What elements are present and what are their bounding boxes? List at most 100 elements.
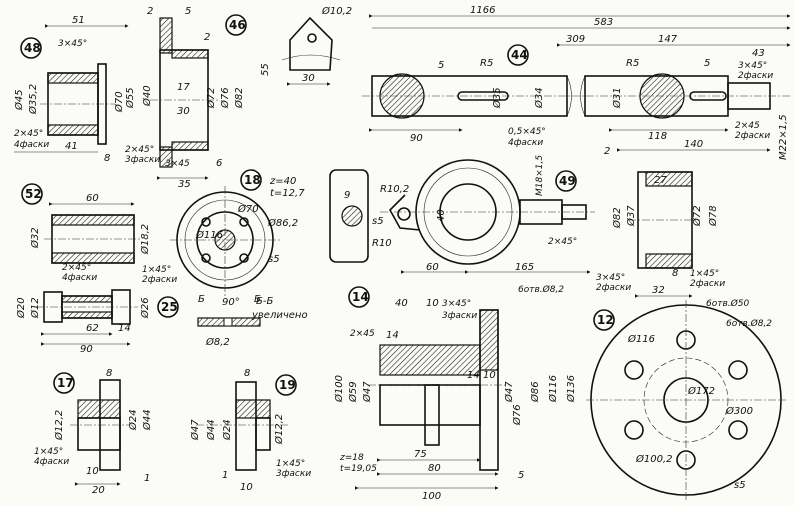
dim-44-5: 5 — [438, 60, 444, 71]
dim-46-6: 6 — [216, 158, 222, 169]
dim-46-d40: Ø40 — [141, 85, 153, 107]
dim-47-chamfer-count: 2фаски — [596, 283, 631, 293]
dim-44-583: 583 — [594, 17, 613, 28]
dim-14-40: 40 — [395, 298, 408, 309]
dim-14-14: 14 — [386, 330, 399, 341]
dim-14-z: z=18 — [339, 453, 364, 463]
dim-19-1: 1 — [222, 470, 228, 481]
dim-44-chamfer3-count: 2фаски — [735, 131, 770, 141]
dim-47-d72: Ø72 — [691, 205, 703, 227]
part-46: 46 2 5 2 Ø55 Ø40 17 30 Ø72 Ø76 Ø82 2×45°… — [124, 6, 247, 190]
dim-14-100: 100 — [422, 491, 441, 502]
dim-18-d86: Ø86,2 — [267, 217, 298, 229]
dim-19-d47: Ø47 — [189, 419, 201, 441]
dim-17-1: 1 — [144, 473, 150, 484]
dim-19-d12: Ø12,2 — [273, 414, 285, 445]
dim-47-32: 32 — [652, 285, 665, 296]
dim-14-10: 10 — [426, 298, 439, 309]
part-number-14: 14 — [352, 290, 369, 304]
dim-25-14: 14 — [118, 323, 131, 334]
dim-48-d35: Ø35,2 — [27, 84, 39, 115]
dim-44-1166: 1166 — [470, 5, 495, 16]
dim-44-chamfer2: 0,5×45° — [508, 127, 546, 137]
dim-52-chamfer-count: 4фаски — [62, 273, 97, 283]
dim-52-d32: Ø32 — [29, 227, 41, 249]
dim-46-2: 2 — [147, 6, 153, 17]
dim-47-d37: Ø37 — [625, 205, 637, 227]
dim-52-chamfer2-count: 2фаски — [142, 275, 177, 285]
part-number-19: 19 — [279, 378, 296, 392]
dim-52-60: 60 — [86, 193, 99, 204]
part-number-46: 46 — [229, 18, 246, 32]
dim-49-s5: s5 — [372, 216, 384, 227]
dim-44-5b: 5 — [704, 58, 710, 69]
dim-46-3x45: 3×45 — [165, 159, 190, 169]
dim-44-thread: M22×1,5 — [778, 114, 789, 160]
part-17: 17 8 Ø12,2 Ø24 Ø44 1×45° 4фаски 10 20 1 — [34, 368, 153, 496]
dim-pin-d10: Ø10,2 — [321, 5, 352, 17]
dim-47-chamfer: 3×45° — [596, 273, 625, 283]
dim-25-d20: Ø20 — [15, 297, 27, 319]
dim-14-d76: Ø76 — [511, 404, 523, 426]
dim-44-309: 309 — [566, 34, 585, 45]
dim-44-d35: Ø35 — [491, 87, 503, 109]
dim-14-10b: 10 — [483, 370, 496, 381]
dim-25-62: 62 — [86, 323, 99, 334]
dim-46-d76: Ø76 — [219, 87, 231, 109]
dim-12-d116: Ø116 — [627, 333, 655, 345]
part-number-12: 12 — [597, 313, 614, 327]
dim-49-60: 60 — [426, 262, 439, 273]
dim-46-35: 35 — [178, 179, 191, 190]
dim-17-10: 10 — [86, 466, 99, 477]
dim-pin-30: 30 — [302, 73, 315, 84]
dim-17-chamfer: 1×45° — [34, 447, 63, 457]
part-number-48: 48 — [24, 41, 41, 55]
dim-12-s5: s5 — [734, 480, 746, 491]
dim-17-d44: Ø44 — [141, 409, 153, 431]
dim-25-d12: Ø12 — [29, 297, 41, 319]
dim-48-length: 51 — [72, 15, 85, 26]
dim-14-14b: 14 — [467, 370, 480, 381]
part-44: 44 1166 583 309 147 43 3×45° 2фаски 5 R5… — [362, 5, 791, 160]
dim-14-d59: Ø59 — [347, 381, 359, 403]
dim-46-d82: Ø82 — [233, 87, 245, 109]
dim-49-r10: R10,2 — [380, 184, 409, 195]
part-number-18: 18 — [244, 173, 261, 187]
dim-19-10: 10 — [240, 482, 253, 493]
dim-44-43: 43 — [752, 48, 765, 59]
section-title: Б-Б — [256, 296, 273, 307]
dim-48-d70: Ø70 — [113, 91, 125, 113]
dim-47-d78: Ø78 — [707, 205, 719, 227]
dim-48-chamfer: 3×45° — [58, 39, 87, 49]
dim-48-41: 41 — [65, 141, 78, 152]
part-number-17: 17 — [57, 376, 74, 390]
dim-49-165: 165 — [515, 262, 534, 273]
dim-52-d18: Ø18,2 — [139, 224, 151, 255]
dim-19-d44: Ø44 — [205, 419, 217, 441]
dim-14-d116: Ø116 — [547, 375, 559, 403]
dim-14-d100: Ø100 — [333, 375, 345, 403]
dim-17-d24: Ø24 — [127, 409, 139, 431]
dim-47-chamfer2: 1×45° — [690, 269, 719, 279]
part-19: 19 8 Ø47 Ø44 Ø24 Ø12,2 1 10 1×45° 3фаски — [189, 368, 311, 493]
dim-44-chamfer: 3×45° — [738, 61, 767, 71]
dim-46-2b: 2 — [204, 32, 210, 43]
dim-49-r10b: R10 — [372, 238, 392, 249]
part-14: 14 40 10 3×45° 3фаски 6отв.Ø8,2 2×45 14 … — [333, 284, 577, 502]
dim-44-140: 140 — [684, 139, 703, 150]
dim-18-s5: s5 — [268, 254, 280, 265]
dim-47-8: 8 — [672, 268, 678, 279]
dim-19-d24: Ø24 — [221, 419, 233, 441]
dim-44-chamfer2-count: 4фаски — [508, 138, 543, 148]
dim-44-d31: Ø31 — [611, 87, 623, 109]
part-48: 48 51 3×45° Ø45 Ø35,2 Ø70 2×45° 4фаски 4… — [13, 15, 129, 164]
dim-47-chamfer2-count: 2фаски — [690, 279, 725, 289]
dim-49-thread: M18×1,5 — [535, 155, 545, 196]
dim-52-chamfer2: 1×45° — [142, 265, 171, 275]
dim-47-27: 27 — [654, 175, 667, 186]
dim-25-90: 90 — [80, 344, 93, 355]
dim-44-r5: R5 — [480, 58, 493, 69]
dim-44-d34: Ø34 — [533, 87, 545, 109]
dim-14-5: 5 — [518, 470, 524, 481]
dim-46-30: 30 — [177, 106, 190, 117]
